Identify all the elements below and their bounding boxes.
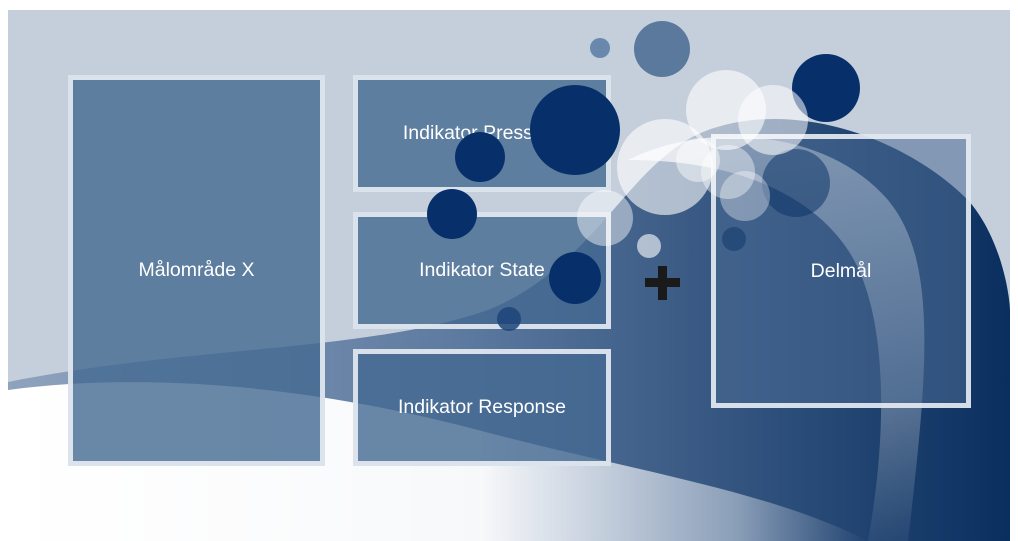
sub-goal-label: Delmål [810,259,872,282]
indicator-response-box: Indikator Response [353,349,611,466]
indicator-state-label: Indikator State [419,259,545,281]
indicator-pressure-label: Indikator Pressure [402,122,562,144]
diagram-canvas: Målområde X Indikator Pressure Indikator… [8,10,1010,541]
main-goal-box: Målområde X [68,75,325,466]
sub-goal-box: Delmål [711,134,971,408]
indicator-pressure-box: Indikator Pressure [353,75,611,192]
main-goal-label: Målområde X [138,259,255,281]
indicator-state-box: Indikator State [353,212,611,329]
indicator-response-label: Indikator Response [397,396,567,418]
